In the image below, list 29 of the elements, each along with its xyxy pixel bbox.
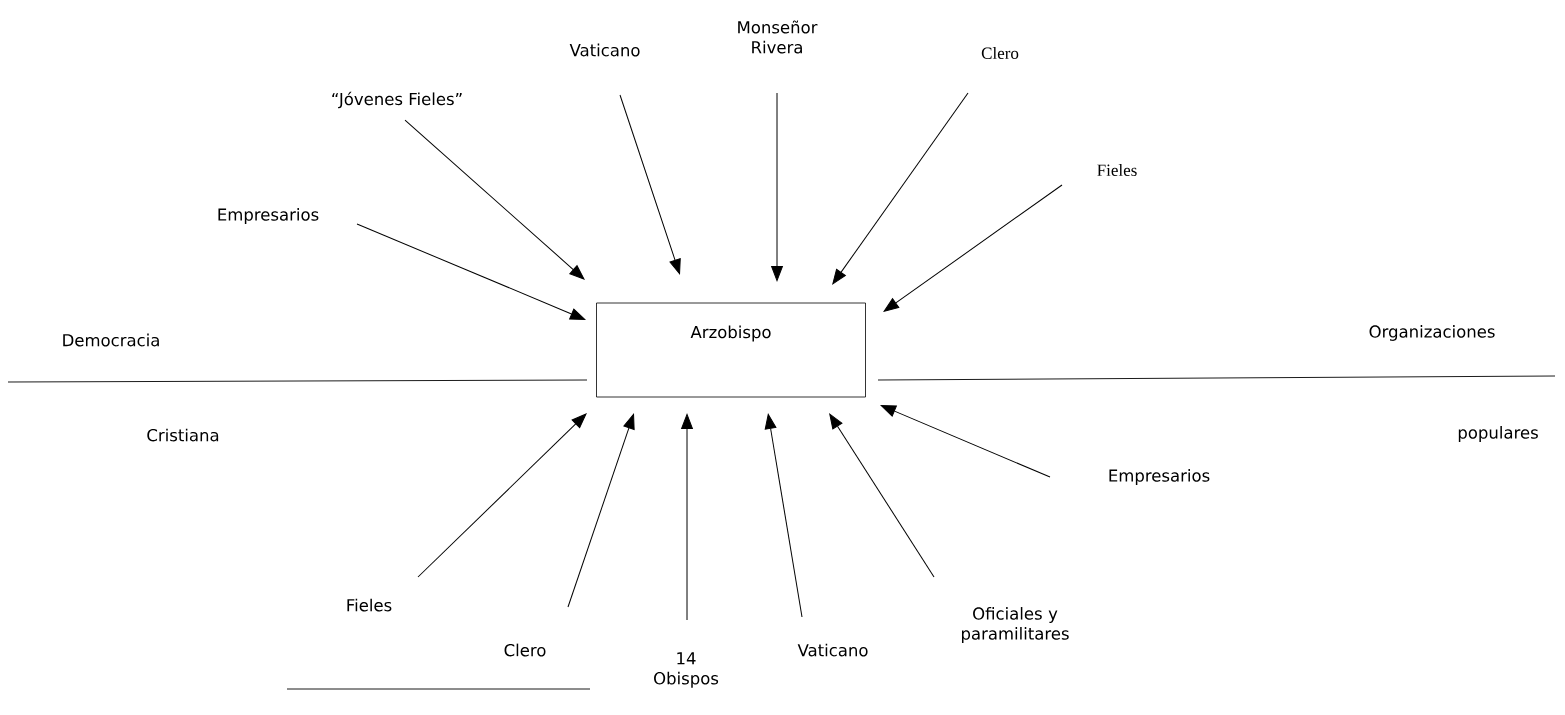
arrow (619, 94, 681, 275)
arrow (880, 405, 1051, 478)
node-label: Empresarios (1109, 469, 1210, 485)
node-label: Vaticano (569, 43, 640, 57)
node-label: Fieles (1097, 164, 1137, 176)
node-label: Monseñor Rivera (738, 20, 818, 54)
node-label: “Jóvenes Fieles” (332, 91, 462, 109)
node-label: Vaticano (797, 643, 868, 657)
arrow (417, 413, 587, 578)
node-label: Oficiales y paramilitares (962, 607, 1069, 643)
node-label: Fieles (347, 598, 392, 612)
arrow (681, 413, 693, 621)
node-label: Empresarios (218, 208, 319, 224)
node-label: Clero (981, 47, 1019, 59)
arrow (832, 92, 969, 285)
arrow (829, 413, 935, 578)
arrow (764, 413, 803, 618)
arrow (883, 184, 1063, 312)
arrow (567, 413, 635, 608)
node-label: Clero (504, 643, 546, 657)
process-box: Arzobispo (596, 302, 866, 398)
arrow (404, 119, 585, 280)
text-label: populares (1458, 426, 1538, 442)
text-label: Democracia (63, 333, 159, 347)
text-label: Organizaciones (1369, 325, 1495, 341)
arrow (356, 223, 586, 320)
text-label: Cristiana (147, 428, 219, 442)
node-label: 14 Obispos (654, 652, 719, 688)
arrow (771, 92, 783, 282)
